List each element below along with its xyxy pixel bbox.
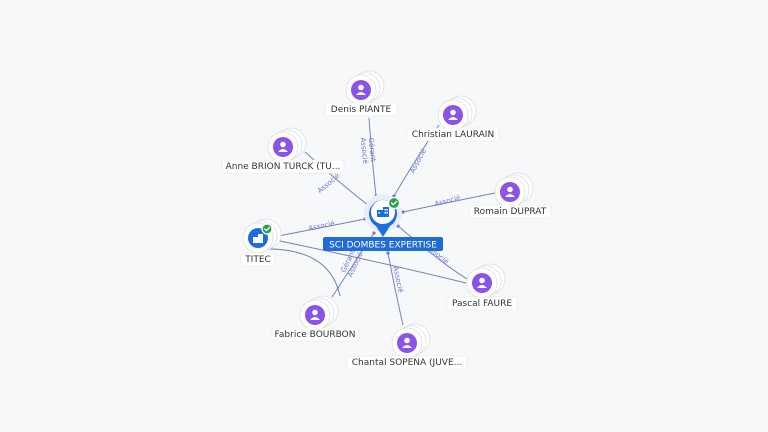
node-chantal[interactable]: Chantal SOPENA (JUVE... xyxy=(346,323,468,370)
nodes-layer: Denis PIANTE Christian LAURAIN Anne BRION … xyxy=(221,70,552,370)
node-label: Christian LAURAIN xyxy=(412,130,494,140)
edge-label-text: Gérant xyxy=(367,137,377,162)
edge-arrow xyxy=(372,231,376,235)
node-anne[interactable]: Anne BRION TURCK (TU... xyxy=(221,127,345,174)
edge-label: GérantAssocié xyxy=(339,247,365,278)
node-label: TITEC xyxy=(244,255,271,265)
edge-arrow xyxy=(401,210,405,214)
edge-label-text: Associé xyxy=(308,219,336,232)
node-pascal[interactable]: Pascal FAURE xyxy=(446,263,518,311)
person-icon xyxy=(505,186,515,197)
edge-pascal xyxy=(397,225,468,280)
node-label-bg xyxy=(346,355,468,370)
edge-label: Associé xyxy=(434,194,462,209)
edge-label: Associé xyxy=(408,147,427,174)
node-label-bg xyxy=(406,127,500,142)
edge-chantal xyxy=(387,252,404,326)
node-denis[interactable]: Denis PIANTE xyxy=(324,70,398,117)
node-label-bg xyxy=(240,252,276,267)
node-titec[interactable]: TITEC xyxy=(240,218,282,267)
node-label: Chantal SOPENA (JUVE... xyxy=(352,358,462,368)
edge-label: Associé xyxy=(308,219,336,232)
verified-check-icon xyxy=(387,196,401,210)
center-node[interactable]: SCI DOMBES EXPERTISE xyxy=(323,194,443,251)
edge-label: GérantAssocié xyxy=(359,136,378,164)
node-label: Denis PIANTE xyxy=(331,105,392,115)
node-christian[interactable]: Christian LAURAIN xyxy=(406,95,500,142)
node-romain[interactable]: Romain DUPRAT xyxy=(468,172,552,219)
node-fabrice[interactable]: Fabrice BOURBON xyxy=(271,295,359,342)
edge-romain xyxy=(402,192,496,213)
center-label: SCI DOMBES EXPERTISE xyxy=(329,241,437,251)
edge-arrow xyxy=(386,251,390,255)
edge-titec-fabrice xyxy=(269,248,341,297)
node-label: Romain DUPRAT xyxy=(474,207,547,217)
center-label-bg xyxy=(323,237,443,251)
person-icon xyxy=(310,309,320,320)
edge-label-text: Associé xyxy=(316,172,341,195)
person-icon xyxy=(402,337,412,348)
node-label: Pascal FAURE xyxy=(452,299,512,309)
verified-check-icon xyxy=(261,223,273,235)
edge-denis xyxy=(368,117,377,197)
person-icon xyxy=(356,84,366,95)
edge-titec xyxy=(277,218,366,237)
building-icon xyxy=(253,234,263,243)
edge-anne xyxy=(304,151,369,206)
edge-label-text: Associé xyxy=(359,137,370,164)
edge-label-text: Associé xyxy=(434,194,462,209)
edge-label: Associé xyxy=(316,172,341,195)
node-label-bg xyxy=(324,102,398,117)
person-icon xyxy=(278,141,288,152)
edge-arrow xyxy=(392,194,396,198)
building-icon xyxy=(377,207,389,217)
node-label-bg xyxy=(468,204,552,219)
node-label: Anne BRION TURCK (TU... xyxy=(226,162,341,172)
edge-label-text: Associé xyxy=(408,147,427,174)
node-label: Fabrice BOURBON xyxy=(275,330,356,340)
person-icon xyxy=(448,109,458,120)
node-label-bg xyxy=(221,159,345,174)
edge-titec-pascal xyxy=(279,240,467,284)
node-label-bg xyxy=(446,296,518,311)
node-label-bg xyxy=(271,327,359,342)
person-icon xyxy=(477,277,487,288)
